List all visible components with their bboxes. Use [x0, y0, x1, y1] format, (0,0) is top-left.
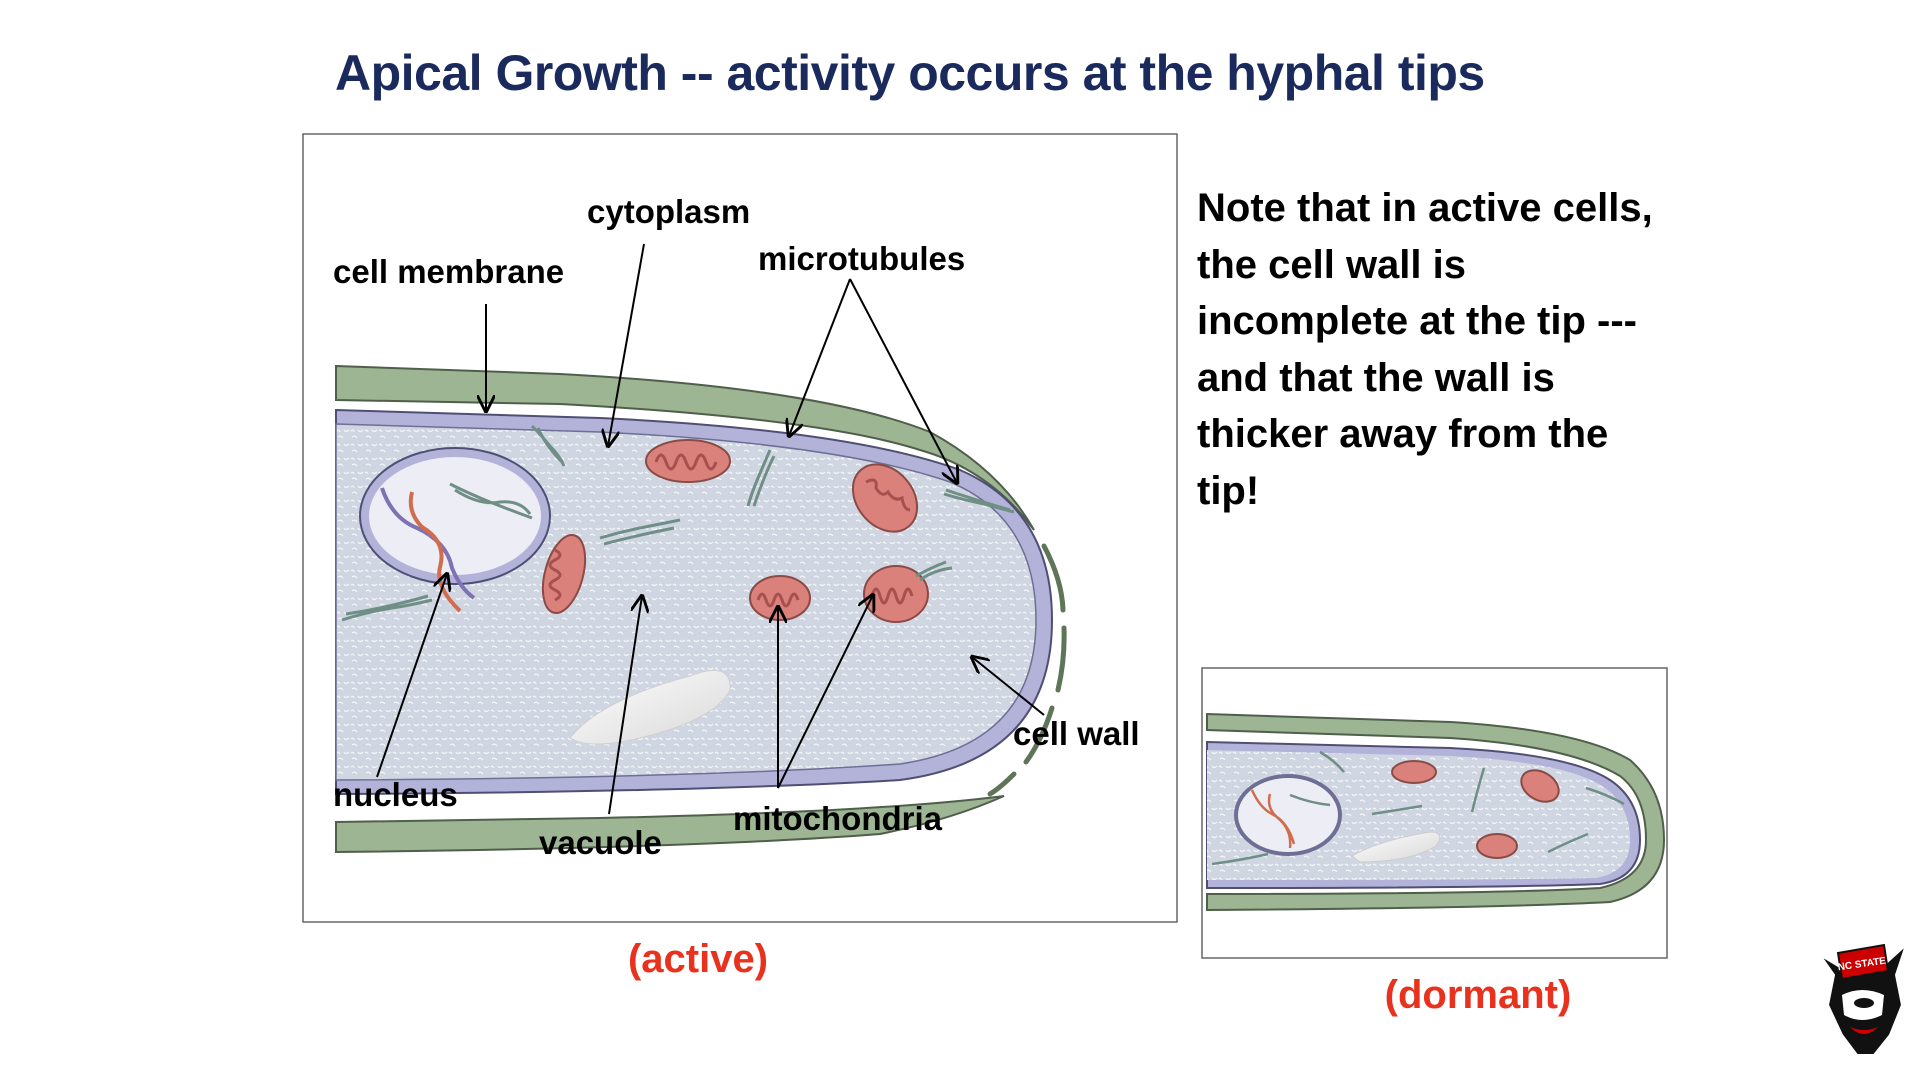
arrow-nucleus — [376, 574, 447, 778]
label-nucleus: nucleus — [333, 776, 458, 813]
caption-dormant: (dormant) — [1384, 973, 1572, 1017]
note-line: thicker away from the — [1197, 412, 1609, 457]
nucleus — [359, 447, 551, 613]
arrow-microtubules-2 — [849, 278, 957, 483]
mitochondrion — [645, 439, 731, 483]
arrow-cell-wall — [972, 657, 1045, 716]
cell-wall-top — [335, 364, 1035, 531]
note-line: and that the wall is — [1197, 355, 1555, 400]
slide-title: Apical Growth -- activity occurs at the … — [335, 45, 1485, 101]
dormant-vacuole — [1351, 831, 1441, 863]
label-vacuole: vacuole — [539, 824, 662, 861]
label-arrows — [376, 243, 1045, 815]
microtubules-group — [341, 424, 1015, 622]
label-cell-wall: cell wall — [1013, 715, 1140, 752]
dormant-mitochondria — [1391, 760, 1560, 859]
arrow-microtubules-1 — [789, 278, 851, 436]
label-mitochondria: mitochondria — [733, 800, 943, 837]
active-hypha-illustration — [335, 364, 1067, 854]
note-line: incomplete at the tip --- — [1197, 299, 1637, 344]
note-text: Note that in active cells, the cell wall… — [1197, 180, 1797, 520]
note-line: Note that in active cells, — [1197, 186, 1653, 230]
arrow-mitochondria-2 — [777, 595, 873, 789]
dormant-cell-wall — [1206, 712, 1666, 912]
arrow-cytoplasm — [608, 243, 645, 446]
label-cytoplasm: cytoplasm — [587, 193, 750, 230]
mitochondrion — [541, 534, 587, 614]
arrow-vacuole — [608, 596, 642, 815]
nc-state-wolf-logo: NC STATE — [1819, 941, 1909, 1056]
dormant-microtubules — [1211, 750, 1625, 866]
note-line: tip! — [1197, 468, 1260, 513]
mitochondria-group — [541, 439, 929, 623]
mitochondria-cristae — [548, 453, 914, 608]
caption-active: (active) — [627, 937, 769, 981]
dormant-nucleus — [1234, 774, 1342, 856]
label-microtubules: microtubules — [758, 240, 965, 277]
label-cell-membrane: cell membrane — [333, 253, 564, 290]
cell-wall-tip-fragments — [987, 543, 1067, 797]
cell-wall-bottom — [335, 795, 1005, 854]
note-line: the cell wall is — [1197, 242, 1467, 287]
dormant-hypha-illustration — [1206, 712, 1666, 912]
